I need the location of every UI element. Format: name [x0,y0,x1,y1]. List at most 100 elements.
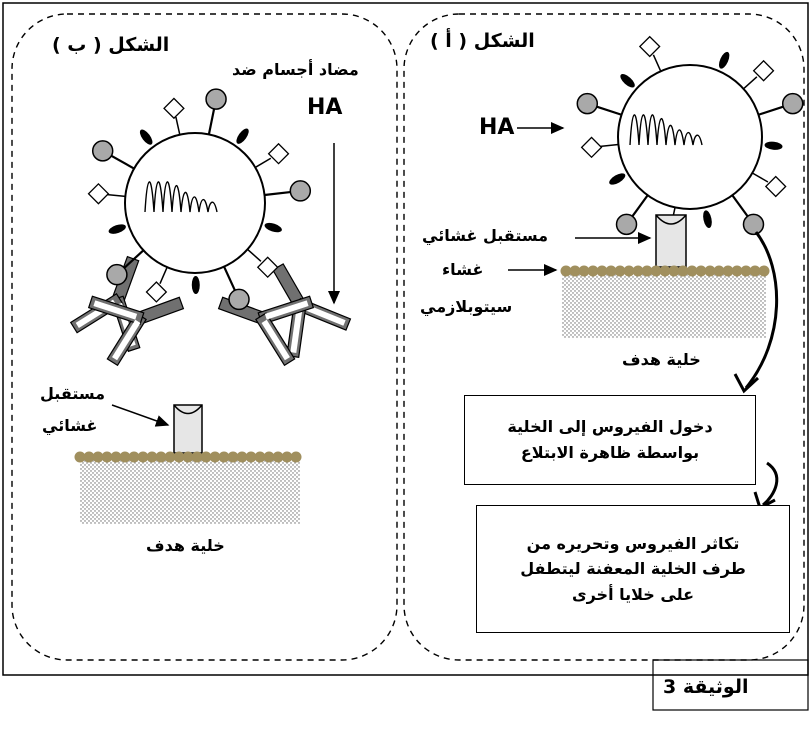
membrane-bead [209,451,221,463]
membrane-bead [758,265,770,277]
target-cell-b [80,458,300,524]
ha-spike [205,88,227,110]
na-spike [264,222,282,233]
membrane-bead [686,265,698,277]
receptor-label-b-2: غشائي [42,416,98,435]
membrane-bead [281,451,293,463]
step-box-1: دخول الفيروس إلى الخلية بواسطة ظاهرة الا… [464,395,756,485]
membrane-bead [569,265,581,277]
membrane-bead [749,265,761,277]
membrane-bead [713,265,725,277]
membrane-bead [173,451,185,463]
antibody-label-b-2: HA [307,95,343,120]
ha-spike [781,92,804,115]
target-cell-label-a: خلية هدف [622,350,701,369]
step-2-line-3: على خلايا أخرى [571,584,695,604]
membrane-bead [236,451,248,463]
na-spike [139,129,153,145]
membrane-bead [614,265,626,277]
membrane-bead [623,265,635,277]
membrane-bead [272,451,284,463]
ha-spike [615,213,638,236]
virus-a-envelope [617,64,763,210]
step-box-2: تكاثر الفيروس وتحريره من طرف الخلية المع… [476,505,790,633]
na-spike [718,51,730,69]
membrane-bead [695,265,707,277]
virus-a-genome [629,114,703,146]
document-title: الوثيقة 3 [663,676,749,698]
membrane-bead [596,265,608,277]
membrane-bead [587,265,599,277]
membrane-bead [92,451,104,463]
figure-a-title: الشكل ( أ ) [430,30,535,52]
ha-spike [742,213,765,236]
membrane-bead [182,451,194,463]
membrane-bead [560,265,572,277]
receptor-b [173,404,203,454]
process-arrow-2 [761,461,779,507]
step-2-line-2: طرف الخلية المعفنة ليتطفل [520,559,746,579]
antibody-label-b-1: مضاد أجسام ضد [232,60,359,79]
target-cell-label-b: خلية هدف [146,536,225,555]
membrane-bead [740,265,752,277]
membrane-bead [263,451,275,463]
na-spike [108,224,126,234]
membrane-bead [128,451,140,463]
panel-b [11,13,398,661]
ha-label-a: HA [479,115,515,140]
diamond-spike [163,97,185,120]
ha-spike [91,140,114,162]
step-1-line-2: بواسطة ظاهرة الابتلاع [520,443,700,462]
membrane-bead [578,265,590,277]
membrane-label-a-2: سيتوبلازمي [420,297,513,316]
diamond-spike [764,175,787,198]
receptor-a [655,214,687,268]
step-1-line-1: دخول الفيروس إلى الخلية [507,417,713,437]
diamond-spike [256,256,279,279]
membrane-bead [290,451,302,463]
na-spike [236,128,249,144]
diamond-spike [638,35,661,58]
membrane-label-a-1: غشاء [442,260,484,279]
figure-b-title: الشكل ( ب ) [52,34,170,56]
membrane-bead [722,265,734,277]
outer-frame [2,2,809,676]
membrane-bead [254,451,266,463]
membrane-bead [704,265,716,277]
membrane-bead [218,451,230,463]
membrane-bead [74,451,86,463]
ha-spike [576,92,599,115]
virus-a [576,35,804,245]
receptor-arrow-b [111,404,170,427]
ha-spike [289,180,312,202]
membrane-bead [632,265,644,277]
membrane-bead [146,451,158,463]
membrane-bead [605,265,617,277]
antibody [87,295,185,367]
membrane-bead [227,451,239,463]
receptor-label-b-1: مستقبل [40,384,106,403]
process-arrow-1 [744,231,779,389]
membrane-bead [659,265,671,277]
membrane-bead [137,451,149,463]
membrane-bead [110,451,122,463]
membrane-bead [245,451,257,463]
na-spike [703,210,712,229]
membrane-a [560,265,770,277]
diamond-spike [752,59,775,82]
diamond-spike [267,142,290,165]
na-spike [609,173,626,185]
membrane-bead [668,265,680,277]
membrane-bead [164,451,176,463]
membrane-bead [155,451,167,463]
membrane-b [74,451,302,463]
membrane-bead [731,265,743,277]
diamond-spike [580,136,603,159]
virus-b [69,88,352,367]
na-spike [764,141,783,150]
ha-spike [228,288,250,311]
receptor-label-a: مستقبل غشائي [422,226,549,245]
na-spike [620,74,635,88]
antibody [69,255,141,353]
